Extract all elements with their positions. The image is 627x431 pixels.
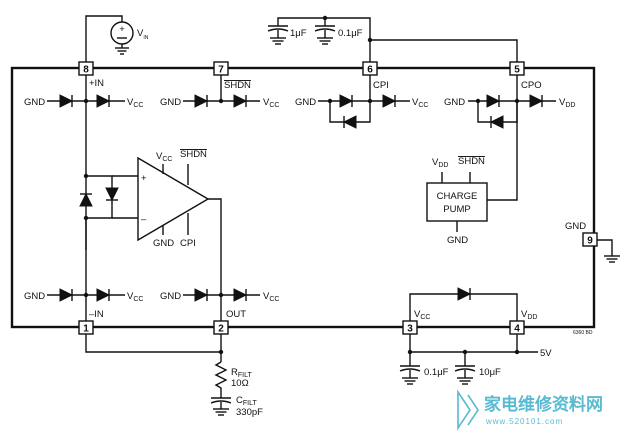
figure-code: 6360 BD — [573, 330, 593, 336]
opamp-plus-label: + — [141, 173, 147, 184]
cap-3-label: 0.1μF — [424, 367, 449, 378]
pin-5: 5 — [509, 61, 525, 76]
gnd-label: GND — [24, 97, 45, 108]
pin-6-label: 6 — [367, 65, 373, 76]
pin-3-label: 3 — [407, 324, 413, 335]
opamp: + – VCC SHDN GND CPI — [137, 149, 222, 321]
opamp-gnd-label: GND — [153, 238, 174, 249]
esd-out: GND VCC OUT — [160, 288, 279, 320]
svg-text:GND: GND — [160, 97, 181, 108]
input-clamp-diodes — [79, 173, 138, 221]
cpi-pin-label: CPI — [373, 80, 389, 91]
pin-1: 1 — [78, 320, 94, 335]
pin-5-label: 5 — [514, 65, 520, 76]
vin-label: VIN — [137, 28, 149, 41]
shdn-pin-label: SHDN — [224, 80, 251, 91]
svg-text:VCC: VCC — [263, 291, 279, 303]
charge-label: CHARGE — [437, 191, 478, 202]
pin-6: 6 — [362, 61, 378, 76]
esd-cpo: GND VDD CPO — [444, 75, 575, 201]
pin-4: 4 — [509, 320, 525, 335]
svg-text:VCC: VCC — [412, 97, 428, 109]
cfilt-label: CFILT — [236, 395, 257, 407]
opamp-cpi-label: CPI — [180, 238, 196, 249]
svg-text:VDD: VDD — [559, 97, 575, 109]
cfilt-value: 330pF — [236, 407, 263, 418]
opamp-shdn-label: SHDN — [180, 149, 207, 160]
svg-text:GND: GND — [565, 221, 586, 232]
svg-text:VDD: VDD — [521, 309, 537, 321]
cap-4-label: 10μF — [479, 367, 501, 378]
svg-text:SHDN: SHDN — [458, 156, 485, 167]
svg-text:GND: GND — [160, 291, 181, 302]
svg-text:+: + — [119, 24, 125, 35]
pump-label: PUMP — [443, 204, 470, 215]
plus-in-label: +IN — [89, 78, 104, 89]
svg-text:GND: GND — [295, 97, 316, 108]
pin-9-label: 9 — [587, 236, 593, 247]
pin-7: 7 — [213, 61, 229, 76]
pin-8: 8 — [78, 61, 94, 76]
vin-source: + VIN — [85, 15, 149, 62]
pin-9: 9 — [582, 232, 598, 247]
esd-cpi: GND VCC CPI — [295, 75, 428, 129]
pin-2-label: 2 — [218, 324, 224, 335]
vcc-vdd-diode: VCC VDD — [409, 287, 537, 321]
cap-01uf-label: 0.1μF — [338, 28, 363, 39]
vcc-label-2: VCC — [127, 291, 143, 303]
pin9-ground: GND — [565, 221, 620, 263]
pin-8-label: 8 — [83, 65, 89, 76]
output-filter: RFILT 10Ω CFILT 330pF — [85, 334, 263, 418]
pin-1-label: 1 — [83, 324, 89, 335]
charge-pump-block: CHARGE PUMP VDD SHDN GND — [426, 156, 488, 246]
charge-pump-caps: 1μF 0.1μF — [267, 15, 518, 62]
svg-text:GND: GND — [447, 235, 468, 246]
opamp-vcc-label: VCC — [156, 151, 172, 163]
gnd-label-2: GND — [24, 291, 45, 302]
svg-text:VCC: VCC — [263, 97, 279, 109]
esd-minus-in: GND VCC –IN — [24, 218, 143, 321]
svg-text:VDD: VDD — [432, 157, 448, 169]
pin-4-label: 4 — [514, 324, 520, 335]
esd-plus-in: +IN GND VCC — [24, 75, 143, 250]
pin-3: 3 — [402, 320, 418, 335]
vcc-label: VCC — [127, 97, 143, 109]
svg-text:VCC: VCC — [414, 309, 430, 321]
ic-body — [10, 66, 596, 329]
esd-shdn: GND VCC SHDN — [160, 75, 279, 109]
pin-2: 2 — [213, 320, 229, 335]
out-label: OUT — [226, 309, 246, 320]
watermark-text: 家电维修资料网 — [484, 394, 603, 414]
cap-1uf-label: 1μF — [290, 28, 307, 39]
pin-7-label: 7 — [218, 65, 224, 76]
rfilt-label: RFILT — [231, 367, 252, 379]
minus-in-label: –IN — [89, 309, 104, 320]
supply-bypass: 5V 0.1μF 10μF 6360 BD — [399, 330, 593, 385]
opamp-minus-label: – — [141, 214, 147, 225]
watermark-url: www.520101.com — [485, 417, 563, 426]
five-v-label: 5V — [540, 348, 552, 359]
svg-text:GND: GND — [444, 97, 465, 108]
cpo-pin-label: CPO — [521, 80, 542, 91]
watermark: 家电维修资料网 www.520101.com — [457, 389, 603, 431]
rfilt-value: 10Ω — [231, 378, 249, 389]
